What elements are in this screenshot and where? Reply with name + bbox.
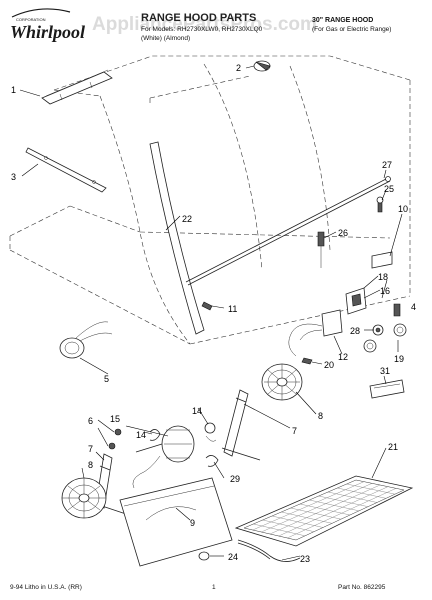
callout-31: 31 [380, 366, 390, 376]
filter-mesh [252, 481, 397, 539]
callout-29: 29 [230, 474, 240, 484]
callout-1: 1 [11, 85, 16, 95]
brand-logo: CORPORATION Whirlpool [10, 8, 85, 42]
callout-labels: 1 2 3 4 5 6 7 7 8 8 9 10 11 12 14 14 15 … [11, 63, 416, 564]
filter-mesh-line [278, 486, 389, 537]
callout-16: 16 [380, 286, 390, 296]
callout-3: 3 [11, 172, 16, 182]
part-26-clip [317, 231, 325, 268]
callout-11: 11 [228, 304, 237, 314]
part-20-screw [301, 357, 313, 365]
callout-2: 2 [236, 63, 241, 73]
callout-19: 19 [394, 354, 404, 364]
part-8-blower-wheel-left [61, 477, 107, 519]
callout-22: 22 [182, 214, 192, 224]
brand-name: Whirlpool [10, 22, 85, 42]
part-14-clip-left [149, 429, 161, 441]
callout-4: 4 [411, 302, 416, 312]
part-24-grommet [198, 551, 210, 561]
callout-9: 9 [190, 518, 195, 528]
callout-24: 24 [228, 552, 238, 562]
part-8-blower-wheel-right [261, 363, 303, 401]
part-3-bracket-plate [25, 147, 107, 193]
product-type: 30" RANGE HOOD [312, 17, 373, 24]
callout-15: 15 [110, 414, 120, 424]
watermark-text: AppliancePartsPros.com [92, 14, 317, 35]
part-6-screws [108, 428, 122, 450]
part-29-clip [205, 455, 219, 467]
callout-18: 18 [378, 272, 388, 282]
brand-tag: CORPORATION [16, 17, 46, 22]
callout-23: 23 [300, 554, 310, 564]
part-23-rod [237, 539, 301, 562]
product-note: (For Gas or Electric Range) [312, 26, 391, 33]
filter-mesh-line [252, 481, 365, 531]
color-line: (White) (Almond) [141, 35, 190, 42]
part-28-knob [372, 324, 384, 336]
part-19-knob [393, 323, 407, 337]
filter-mesh-line [269, 484, 381, 535]
footer-litho: 9-94 Litho in U.S.A. (RR) [10, 584, 82, 591]
footer-part-number: Part No. 862295 [338, 584, 386, 591]
callout-20: 20 [324, 360, 334, 370]
part-10-label [371, 251, 393, 269]
callout-6: 6 [88, 416, 93, 426]
model-line: For Models: RH2730XLW0, RH2730XLQ0 [141, 26, 263, 33]
part-31-plate [369, 379, 405, 399]
part-1-bracket [41, 69, 113, 105]
callout-14-right: 14 [192, 406, 202, 416]
callout-8-left: 8 [88, 460, 93, 470]
footer-page-number: 1 [212, 584, 216, 591]
callout-26: 26 [338, 228, 348, 238]
callout-10: 10 [398, 204, 408, 214]
callout-12: 12 [338, 352, 348, 362]
part-12-switch [288, 309, 343, 357]
page-title: RANGE HOOD PARTS [141, 12, 256, 24]
part-5-light-socket [59, 321, 113, 359]
part-22-trim-strip [149, 141, 205, 335]
callout-7-right: 7 [292, 426, 297, 436]
part-16-switch [345, 287, 367, 315]
part-21-grease-filter [234, 475, 414, 547]
callout-25: 25 [384, 184, 394, 194]
part-25-screw [376, 196, 384, 213]
callout-8-right: 8 [318, 411, 323, 421]
callout-14-left: 14 [136, 430, 146, 440]
callout-21: 21 [388, 442, 398, 452]
callout-5: 5 [104, 374, 109, 384]
part-2-knob [253, 60, 271, 72]
part-14-clip-right [204, 422, 217, 442]
leader-lines [19, 65, 403, 561]
part-4-screw [393, 303, 401, 317]
part-19b-knob [363, 339, 377, 353]
part-11-screw [201, 301, 213, 311]
callout-27: 27 [382, 160, 392, 170]
part-9-housing [119, 477, 233, 567]
callout-7-left: 7 [88, 444, 93, 454]
filter-mesh-line [287, 488, 397, 539]
part-15-motor [132, 425, 195, 489]
filter-mesh-line [261, 483, 373, 533]
part-7-bracket-right [221, 389, 261, 461]
callout-28: 28 [350, 326, 360, 336]
part-27-rod [185, 176, 391, 286]
